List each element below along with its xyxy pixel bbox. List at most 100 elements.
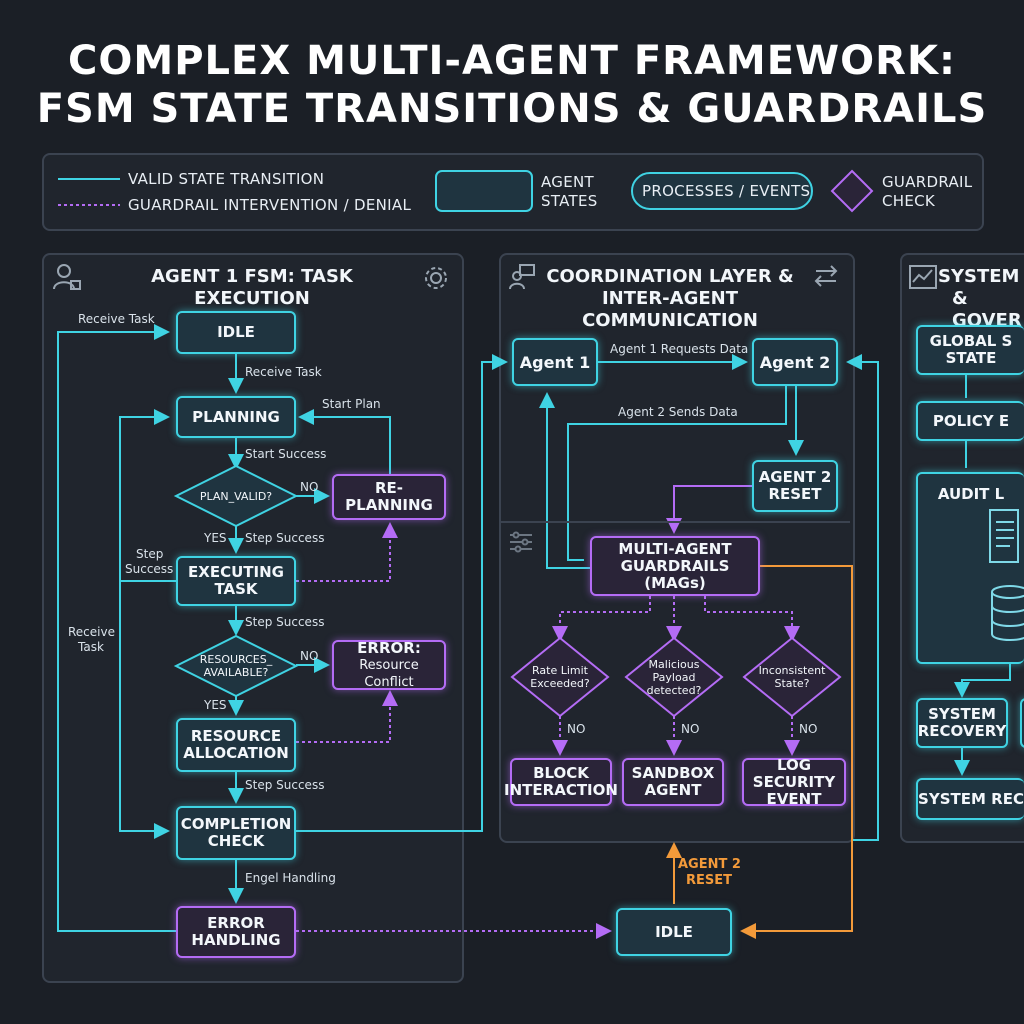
label-engel-handling: Engel Handling — [245, 871, 336, 885]
inconsistent-line1: Inconsistent — [758, 664, 826, 677]
state-planning[interactable]: PLANNING — [176, 396, 296, 438]
log-line2: EVENT — [766, 789, 822, 808]
check-resources-available[interactable]: RESOURCES_ AVAILABLE? — [176, 636, 296, 696]
coordination-title-line2: INTER-AGENT COMMUNICATION — [582, 288, 758, 331]
label-no-a: NO — [567, 722, 586, 736]
log-line1: LOG SECURITY — [752, 755, 836, 791]
page-title-line2: FSM STATE TRANSITIONS & GUARDRAILS — [36, 86, 988, 132]
label-start-success: Start Success — [245, 447, 327, 461]
state-error-resource-conflict[interactable]: ERROR: Resource Conflict — [332, 638, 446, 690]
database-icon — [991, 585, 1024, 641]
chat-users-icon — [509, 264, 535, 290]
agent1-panel — [42, 253, 464, 983]
page-title-line1: COMPLEX MULTI-AGENT FRAMEWORK: — [68, 38, 956, 84]
label-no-c: NO — [799, 722, 818, 736]
idle-node-coordination[interactable]: IDLE — [616, 908, 732, 956]
error-line2: Resource Conflict — [359, 657, 419, 690]
log-security-event[interactable]: LOG SECURITY EVENT — [742, 755, 846, 808]
sandbox-line1: SANDBOX — [631, 764, 715, 782]
audit-label: AUDIT L — [937, 485, 1005, 503]
legend-processes-label: PROCESSES / EVENTS — [642, 182, 811, 200]
legend-swatches — [58, 169, 874, 213]
legend-valid-label: VALID STATE TRANSITION — [128, 170, 325, 188]
block-line2: INTERACTION — [504, 781, 618, 799]
chart-icon — [909, 265, 937, 289]
legend: VALID STATE TRANSITION GUARDRAIL INTERVE… — [42, 153, 984, 231]
check-malicious-payload[interactable]: Malicious Payload detected? — [626, 638, 722, 716]
multi-agent-guardrails[interactable]: MULTI-AGENT GUARDRAILS (MAGs) — [590, 536, 760, 596]
policy-node[interactable]: POLICY E — [916, 401, 1024, 441]
label-step-success-left-2: Success — [125, 562, 174, 576]
state-completion-check[interactable]: COMPLETION CHECK — [176, 806, 296, 860]
global-state-node[interactable]: GLOBAL S STATE — [916, 325, 1024, 375]
sandbox-line2: AGENT — [644, 781, 702, 799]
mags-line1: MULTI-AGENT — [618, 539, 732, 558]
label-yes-1: YES — [204, 531, 227, 545]
label-receive-task-top: Receive Task — [78, 312, 155, 326]
sliders-icon — [510, 531, 532, 553]
label-requests-data: Agent 1 Requests Data — [610, 342, 749, 356]
label-sends-data: Agent 2 Sends Data — [618, 405, 738, 419]
document-icon — [989, 509, 1019, 563]
system-recovery-bottom-node[interactable]: SYSTEM REC — [916, 778, 1024, 820]
label-step-success-1: Step Success — [245, 531, 325, 545]
malicious-line2: Payload — [652, 670, 696, 684]
legend-guardrail-check-line1: GUARDRAIL — [882, 173, 973, 191]
rate-line1: Rate Limit — [532, 664, 588, 677]
label-no-2: NO — [300, 649, 319, 663]
agent2-reset-node[interactable]: AGENT 2 RESET — [752, 460, 838, 512]
label-receive-task-left-1: Receive — [68, 625, 115, 639]
label-no-b: NO — [681, 722, 700, 736]
label-step-success-left-1: Step — [136, 547, 164, 561]
malicious-line1: Malicious — [648, 657, 700, 671]
system-recovery-node[interactable]: SYSTEM RECOVERY — [916, 698, 1008, 748]
executing-line2: TASK — [214, 580, 258, 598]
global-line2: STATE — [945, 349, 997, 367]
state-idle[interactable]: IDLE — [176, 311, 296, 354]
error-handling-line1: ERROR — [207, 914, 265, 932]
allocation-line1: RESOURCE — [190, 727, 282, 745]
check-inconsistent-state[interactable]: Inconsistent State? — [744, 638, 840, 716]
label-yes-2: YES — [204, 698, 227, 712]
agent1-node[interactable]: Agent 1 — [512, 338, 598, 386]
agent2-node[interactable]: Agent 2 — [752, 338, 838, 386]
coordination-title-line1: COORDINATION LAYER & — [546, 266, 794, 287]
agent2-reset-line2: RESET — [768, 485, 822, 503]
recovery-line2: RECOVERY — [917, 722, 1007, 740]
label-receive-task-left-2: Task — [78, 640, 104, 654]
label-step-success-2: Step Success — [245, 615, 325, 629]
allocation-line2: ALLOCATION — [183, 744, 289, 762]
global-line1: GLOBAL S — [929, 332, 1013, 350]
check-plan-valid[interactable]: PLAN_VALID? — [199, 489, 273, 503]
check-rate-limit[interactable]: Rate Limit Exceeded? — [512, 638, 608, 716]
resources-line1: RESOURCES_ — [199, 653, 273, 666]
sandbox-agent[interactable]: SANDBOX AGENT — [622, 758, 724, 806]
label-agent2-reset-line1: AGENT 2 — [678, 857, 741, 872]
label-no-1: NO — [300, 480, 319, 494]
swap-arrows-icon — [814, 265, 838, 287]
legend-agent-states-line2: STATES — [541, 192, 598, 210]
state-resource-allocation[interactable]: RESOURCE ALLOCATION — [176, 718, 296, 772]
state-error-handling[interactable]: ERROR HANDLING — [176, 906, 296, 958]
executing-line1: EXECUTING — [188, 563, 284, 581]
mags-line2: GUARDRAILS (MAGs) — [620, 556, 730, 592]
completion-line2: CHECK — [207, 832, 265, 850]
block-interaction[interactable]: BLOCK INTERACTION — [504, 758, 618, 806]
label-start-plan: Start Plan — [322, 397, 381, 411]
gear-icon — [425, 267, 447, 289]
agent1-title: AGENT 1 FSM: TASK EXECUTION — [151, 266, 353, 309]
resources-line2: AVAILABLE? — [203, 666, 269, 679]
state-executing-task[interactable]: EXECUTING TASK — [176, 556, 296, 606]
agent2-reset-line1: AGENT 2 — [758, 468, 832, 486]
rate-line2: Exceeded? — [530, 677, 590, 690]
audit-log-node[interactable]: AUDIT L — [916, 472, 1024, 664]
recovery-line1: SYSTEM — [928, 705, 996, 723]
malicious-line3: detected? — [646, 683, 702, 697]
error-line1: ERROR: — [357, 638, 421, 657]
legend-guardrail-label: GUARDRAIL INTERVENTION / DENIAL — [128, 196, 412, 214]
legend-agent-states-line1: AGENT — [541, 173, 594, 191]
state-replanning[interactable]: RE-PLANNING — [332, 474, 446, 520]
side-node[interactable] — [1020, 698, 1024, 748]
user-lock-icon — [53, 264, 81, 290]
